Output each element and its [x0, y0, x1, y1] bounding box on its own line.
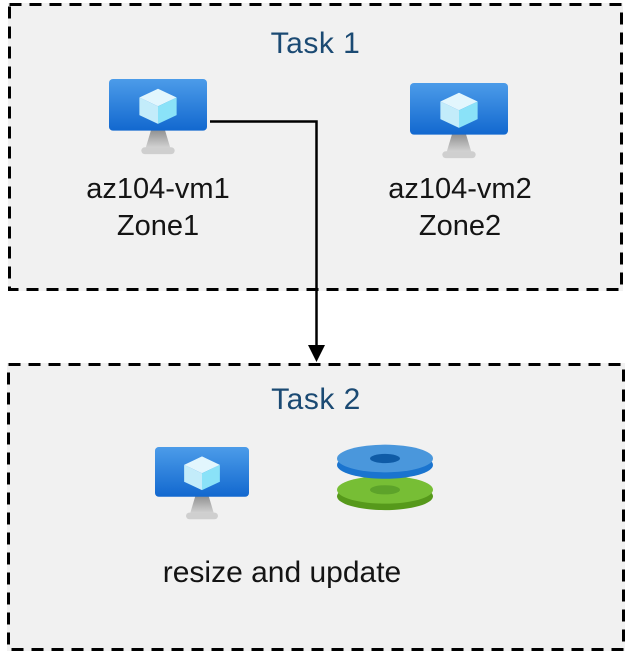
arrowhead-icon: [308, 345, 325, 362]
vm2-name: az104-vm2: [388, 173, 532, 205]
vm2-zone: Zone2: [418, 210, 502, 242]
task2-title: Task 2: [271, 383, 361, 416]
task2-box: Task 2 resize and update: [7, 363, 625, 651]
virtual-machine-icon: [155, 447, 249, 520]
task2-caption: resize and update: [162, 556, 402, 589]
vm1-zone: Zone1: [116, 210, 200, 242]
task1-box: Task 1 az104-vm1 Zone1 az104-vm2 Zone2: [8, 3, 623, 291]
disks-icon: [337, 444, 433, 511]
vm1-name: az104-vm1: [86, 173, 230, 205]
vm1-caption: az104-vm1 Zone1: [38, 171, 278, 245]
virtual-machine-icon: [410, 83, 508, 159]
vm2-caption: az104-vm2 Zone2: [340, 171, 580, 245]
task1-title: Task 1: [270, 27, 361, 60]
virtual-machine-icon: [109, 79, 207, 155]
